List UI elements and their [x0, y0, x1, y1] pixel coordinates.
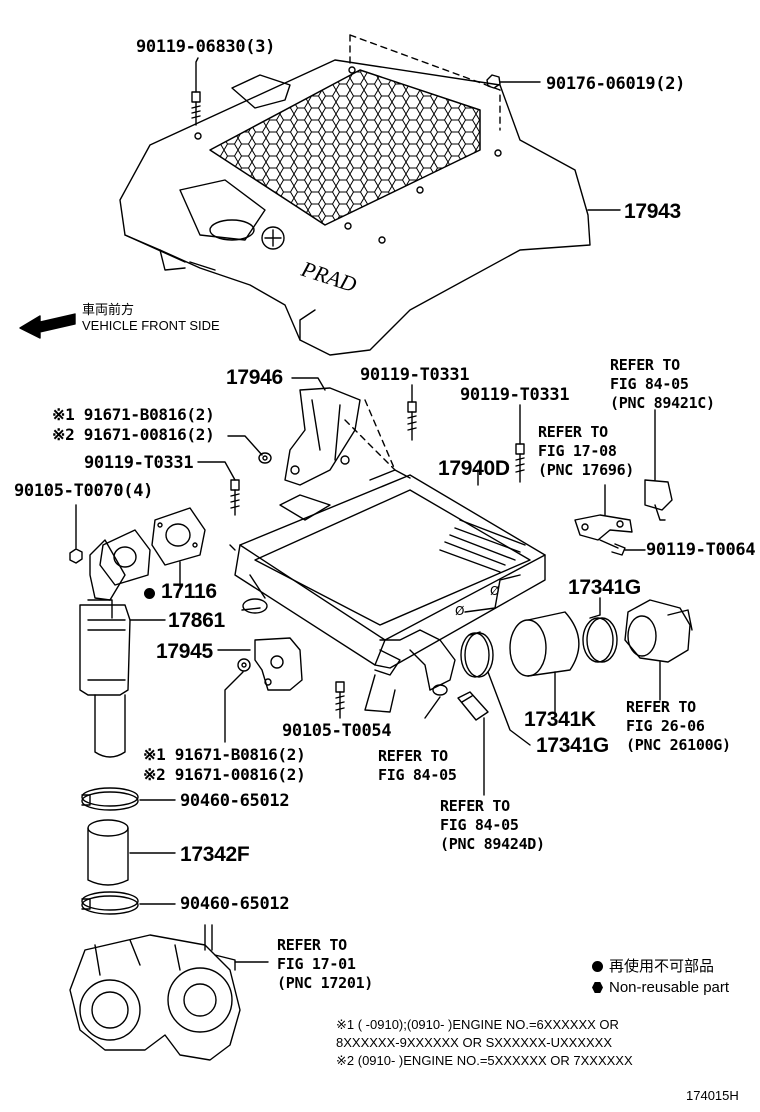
clamp-17341G-left	[460, 631, 494, 678]
refer-line: (PNC 17696)	[538, 461, 635, 479]
hex-dot-icon	[592, 982, 603, 993]
vehicle-front-jp: 車両前方	[82, 302, 135, 317]
gasket-17116	[151, 507, 206, 566]
bolt-90119-T0064	[599, 539, 626, 556]
o-ring	[432, 684, 448, 696]
clamp-90460-65012-a	[81, 787, 139, 811]
vehicle-front-arrow	[19, 313, 76, 339]
refer-line: (PNC 89424D)	[440, 835, 545, 853]
refer-line: FIG 84-05	[440, 816, 519, 834]
bolt-90119-06830	[191, 91, 201, 126]
washer-91671-bottom	[237, 658, 251, 672]
washer-91671-top	[258, 452, 272, 464]
vehicle-front-en: VEHICLE FRONT SIDE	[82, 318, 220, 333]
hose-17341K	[509, 611, 580, 677]
nut-90176-06019	[486, 74, 501, 89]
turbocharger-17201	[69, 924, 241, 1061]
label-90176-06019: 90176-06019(2)	[546, 74, 686, 94]
refer-line: REFER TO	[378, 747, 448, 765]
note-2: ※2 (0910- )ENGINE NO.=5XXXXXX OR 7XXXXXX	[336, 1053, 633, 1068]
svg-text:Ø: Ø	[455, 604, 464, 618]
legend-jp-text: 再使用不可部品	[609, 958, 715, 975]
note-1b: 8XXXXXX-9XXXXXX OR SXXXXXX-UXXXXXX	[336, 1035, 613, 1050]
bolt-90119-T0331-a	[407, 401, 417, 441]
label-17341G-bottom: 17341G	[536, 734, 609, 757]
refer-line: FIG 26-06	[626, 717, 705, 735]
refer-to-89421C: REFER TO FIG 84-05 (PNC 89421C)	[610, 356, 715, 413]
bracket-17946	[284, 387, 361, 486]
refer-line: FIG 84-05	[610, 375, 689, 393]
refer-line: (PNC 26100G)	[626, 736, 731, 754]
label-90119-T0331-c: 90119-T0331	[84, 453, 194, 473]
label-90119-T0064: 90119-T0064	[646, 540, 756, 560]
bolt-90105-T0054	[335, 681, 345, 719]
svg-text:Ø: Ø	[490, 584, 499, 598]
nut-90105-T0070	[69, 548, 83, 564]
label-17341G-top: 17341G	[568, 576, 641, 599]
refer-line: REFER TO	[610, 356, 680, 374]
refer-to-89424D: REFER TO FIG 84-05 (PNC 89424D)	[440, 797, 545, 854]
legend-non-reusable-en: Non-reusable part	[592, 979, 729, 997]
engine-cover-17943: PRAD	[119, 59, 591, 356]
bracket-17945	[254, 637, 303, 691]
bracket-17696	[574, 514, 633, 541]
throttle-body-26100G	[624, 599, 693, 663]
note-1a: ※1 ( -0910);(0910- )ENGINE NO.=6XXXXXX O…	[336, 1017, 619, 1032]
non-reusable-dot	[144, 588, 155, 599]
refer-line: REFER TO	[538, 423, 608, 441]
clamp-17341G-right	[582, 614, 618, 663]
sensor-89424D	[457, 691, 489, 721]
label-90460-65012-b: 90460-65012	[180, 894, 290, 914]
label-17946: 17946	[226, 366, 283, 389]
label-17341K: 17341K	[524, 708, 596, 731]
flange	[99, 529, 151, 586]
refer-to-84-05-oring: REFER TO FIG 84-05	[378, 747, 457, 785]
bolt-90119-T0331-b	[515, 443, 525, 483]
label-17342F: 17342F	[180, 843, 250, 866]
legend-non-reusable-jp: 再使用不可部品	[592, 958, 714, 976]
refer-to-26100G: REFER TO FIG 26-06 (PNC 26100G)	[626, 698, 731, 755]
refer-line: FIG 17-08	[538, 442, 617, 460]
refer-line: (PNC 89421C)	[610, 394, 715, 412]
label-17943: 17943	[624, 200, 681, 223]
label-90105-T0054: 90105-T0054	[282, 721, 392, 741]
refer-line: FIG 84-05	[378, 766, 457, 784]
figure-id: 174015H	[686, 1088, 739, 1103]
label-17116-text: 17116	[161, 580, 217, 603]
refer-line: (PNC 17201)	[277, 974, 374, 992]
label-90119-T0331-a: 90119-T0331	[360, 365, 470, 385]
label-90460-65012-a: 90460-65012	[180, 791, 290, 811]
bolt-90119-T0331-c	[230, 479, 240, 516]
label-91671-B0816-bottom: ※1 91671-B0816(2)	[143, 745, 306, 764]
label-90119-06830: 90119-06830(3)	[136, 37, 276, 57]
intercooler-17940D: Ø Ø	[229, 469, 546, 713]
refer-to-17201: REFER TO FIG 17-01 (PNC 17201)	[277, 936, 373, 993]
refer-line: REFER TO	[277, 936, 347, 954]
label-17940D: 17940D	[438, 457, 510, 480]
label-91671-B0816-top: ※1 91671-B0816(2)	[52, 405, 215, 424]
sensor-89421C	[644, 479, 673, 521]
refer-line: REFER TO	[440, 797, 510, 815]
clamp-90460-65012-b	[81, 891, 139, 915]
label-17116: 17116	[144, 580, 217, 603]
label-17945: 17945	[156, 640, 213, 663]
label-90105-T0070: 90105-T0070(4)	[14, 481, 154, 501]
label-91671-00816-top: ※2 91671-00816(2)	[52, 425, 215, 444]
label-90119-T0331-b: 90119-T0331	[460, 385, 570, 405]
label-17861: 17861	[168, 609, 225, 632]
pipe-17861	[79, 539, 131, 758]
svg-text:PRAD: PRAD	[298, 256, 360, 297]
legend-en-text: Non-reusable part	[609, 979, 730, 996]
hose-17342F	[87, 819, 129, 886]
refer-line: REFER TO	[626, 698, 696, 716]
label-91671-00816-bottom: ※2 91671-00816(2)	[143, 765, 306, 784]
dot-icon	[592, 961, 603, 972]
refer-to-17696: REFER TO FIG 17-08 (PNC 17696)	[538, 423, 634, 480]
refer-line: FIG 17-01	[277, 955, 356, 973]
